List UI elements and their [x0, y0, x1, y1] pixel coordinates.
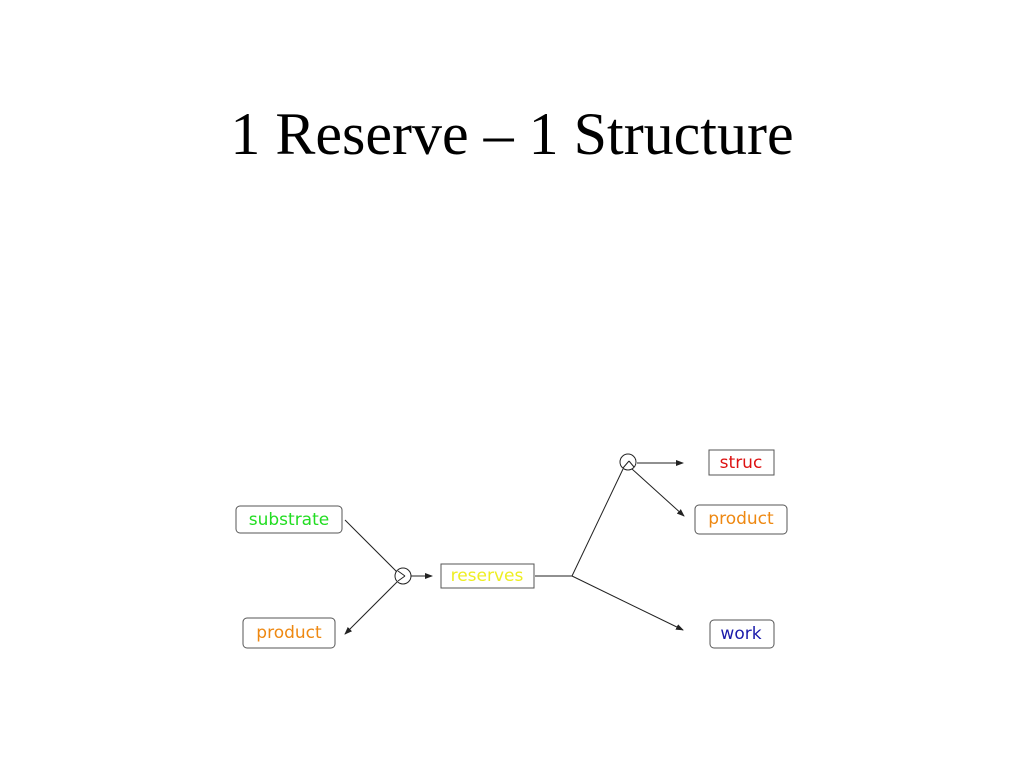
node-product-left-label: product — [256, 623, 322, 643]
node-product-right: product — [694, 504, 788, 535]
node-substrate-label: substrate — [249, 510, 329, 530]
edge-reserves-to-junction-right — [571, 468, 624, 577]
slide-title: 1 Reserve – 1 Structure — [230, 101, 794, 167]
edge-substrate-to-junction — [344, 519, 398, 573]
edge-reserves-to-work — [571, 575, 684, 631]
circle-junction-left — [394, 567, 412, 585]
junction-left-mark-2 — [397, 575, 406, 582]
edge-junction-to-product-left — [344, 581, 398, 635]
node-product-left: product — [242, 617, 336, 649]
node-substrate: substrate — [235, 505, 343, 534]
junction-left-mark — [397, 570, 406, 577]
junction-right-mark — [622, 460, 630, 469]
edge-junction-to-product-right — [631, 468, 685, 517]
junction-right-mark-2 — [628, 460, 635, 468]
node-product-right-label: product — [708, 509, 774, 529]
node-reserves-label: reserves — [451, 566, 524, 586]
node-work-label: work — [720, 624, 761, 644]
node-reserves: reserves — [440, 563, 535, 589]
node-struc-label: struc — [720, 453, 763, 473]
node-struc: struc — [708, 449, 775, 476]
node-work: work — [709, 619, 775, 649]
